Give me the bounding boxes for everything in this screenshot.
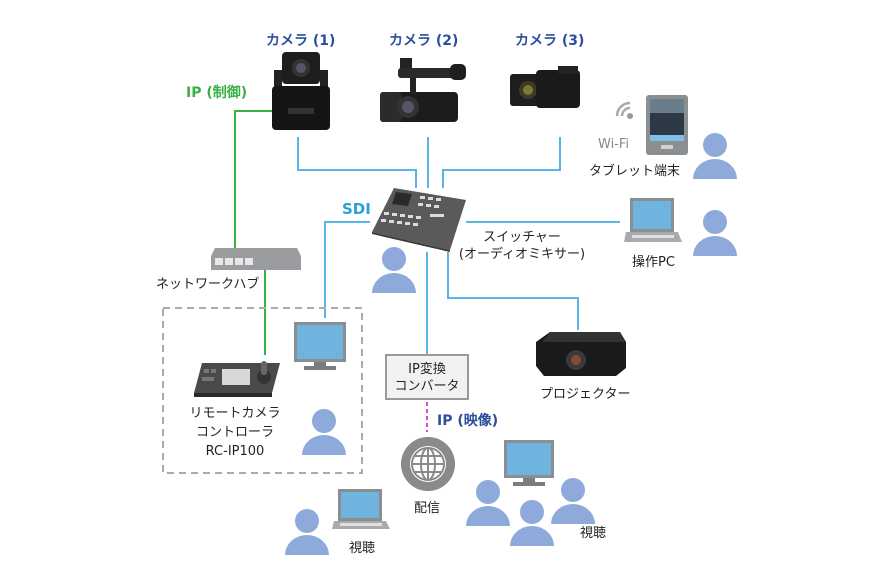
ip-converter-label-line2: コンバータ xyxy=(394,379,460,394)
switcher-label-line1: スイッチャー xyxy=(483,230,561,245)
globe-icon xyxy=(401,437,455,491)
viewing-laptop-icon xyxy=(332,489,390,529)
remote-controller-label-line2: コントローラ xyxy=(195,425,274,440)
ip-converter-label-line1: IP変換 xyxy=(408,362,446,377)
viewing-laptop-label: 視聴 xyxy=(349,541,376,556)
viewing-group-monitor-icon xyxy=(504,440,554,486)
ip-control-line-camera1 xyxy=(234,110,272,248)
remote-controller-label-line3: RC-IP100 xyxy=(205,444,265,459)
ptz-camera-icon xyxy=(272,52,330,130)
person-icon-laptop-viewer xyxy=(285,509,329,555)
tablet-label: タブレット端末 xyxy=(589,164,681,179)
sdi-line-camera1 xyxy=(297,137,417,188)
person-icon-group-viewer-3 xyxy=(551,478,595,524)
person-icon-controller-operator xyxy=(302,409,346,455)
remote-controller-icon xyxy=(194,361,280,397)
ip-converter-box: IP変換 コンバータ xyxy=(385,354,469,400)
wifi-icon xyxy=(615,101,633,119)
remote-controller-label-line1: リモートカメラ xyxy=(189,406,281,421)
tablet-icon xyxy=(646,95,688,155)
projector-label: プロジェクター xyxy=(540,387,631,402)
camera-3-label: カメラ (3) xyxy=(515,33,585,49)
camera-2-label: カメラ (2) xyxy=(389,33,459,49)
sdi-line-camera3 xyxy=(442,137,561,188)
sdi-label: SDI xyxy=(342,200,371,218)
operator-pc-label: 操作PC xyxy=(632,255,675,270)
controller-group-box xyxy=(162,307,363,474)
ip-video-label: IP (映像) xyxy=(437,413,499,429)
sdi-line-monitor xyxy=(324,221,370,318)
wifi-label: Wi-Fi xyxy=(598,137,630,152)
handycam-icon xyxy=(510,66,580,108)
monitor-icon xyxy=(294,322,346,370)
camcorder-icon xyxy=(380,58,466,122)
streaming-label: 配信 xyxy=(414,501,441,516)
person-icon-switcher-operator xyxy=(372,247,416,293)
person-icon-group-viewer-2 xyxy=(510,500,554,546)
projector-icon xyxy=(536,332,626,376)
network-hub-label: ネットワークハブ xyxy=(156,277,260,292)
sdi-line-projector xyxy=(447,252,579,330)
ip-control-label: IP (制御) xyxy=(186,85,248,101)
switcher-icon xyxy=(372,188,466,252)
person-icon-pc-operator xyxy=(693,210,737,256)
viewing-group-label: 視聴 xyxy=(580,526,607,541)
network-hub-icon xyxy=(211,248,301,270)
person-icon-group-viewer-1 xyxy=(466,480,510,526)
person-icon-tablet-user xyxy=(693,133,737,179)
camera-1-label: カメラ (1) xyxy=(266,33,336,49)
switcher-label-line2: (オーディオミキサー) xyxy=(458,247,586,262)
operator-pc-laptop-icon xyxy=(624,198,682,242)
